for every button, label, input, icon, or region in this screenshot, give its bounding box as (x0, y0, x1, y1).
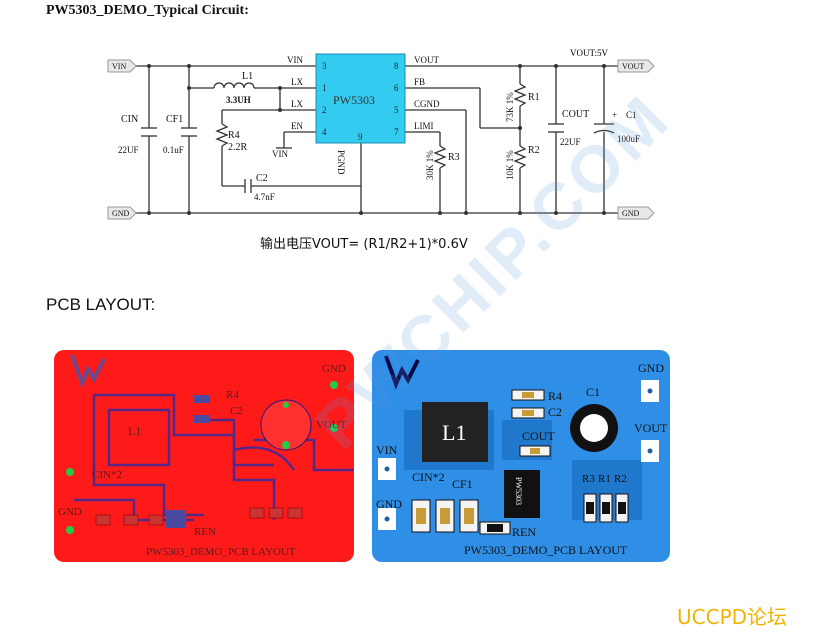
cf1-value: 0.1uF (163, 145, 184, 155)
vin-port-label: VIN (112, 62, 126, 71)
blue-brand-logo (384, 355, 420, 390)
red-pad-vin (66, 468, 74, 476)
pin-label-limi: LIMI (414, 121, 434, 131)
r1-value: 73K 1% (505, 92, 515, 122)
c1-value: 100uF (617, 134, 640, 144)
blue-label-gnd-top: GND (638, 361, 664, 375)
page-title: PW5303_DEMO_Typical Circuit: (46, 3, 249, 18)
red-pad-gnd-top (330, 381, 338, 389)
pin-number: 2 (322, 105, 327, 115)
red-label-c2: C2 (230, 405, 243, 417)
gnd-port-right (617, 206, 655, 220)
blue-ic-label: PW5303 (514, 477, 523, 505)
red-brand-logo (70, 354, 106, 389)
red-label-gnd-left: GND (58, 506, 82, 518)
red-label-r4: R4 (226, 389, 239, 401)
red-board-title: PW5303_DEMO_PCB LAYOUT (146, 546, 296, 558)
red-label-gnd-top: GND (322, 363, 346, 375)
l1-value: 3.3UH (226, 95, 251, 105)
cout-ref: COUT (562, 109, 589, 120)
pin-label-pgnd: PGND (336, 150, 346, 175)
r3-value: 30K 1% (425, 150, 435, 180)
pin-number: 6 (394, 83, 399, 93)
l1-ref: L1 (242, 71, 253, 82)
pin-number: 7 (394, 127, 399, 137)
c1-ref: C1 (626, 110, 637, 120)
blue-label-cin: CIN*2 (412, 470, 445, 484)
vin-port (107, 59, 137, 73)
pcb-red-layout: GND VOUT GND CIN*2 L1 R4 C2 REN PW5303_D… (54, 350, 354, 562)
pin-number: 1 (322, 83, 327, 93)
blue-label-vin: VIN (376, 443, 398, 457)
gnd-left-label: GND (112, 209, 130, 218)
ic-name: PW5303 (333, 93, 375, 107)
red-pad-gnd-left (66, 526, 74, 534)
blue-label-c1: C1 (586, 385, 600, 399)
red-label-cin: CIN*2 (92, 469, 122, 481)
red-label-vout: VOUT (316, 419, 347, 431)
blue-label-cf1: CF1 (452, 477, 473, 491)
blue-label-ren: REN (512, 525, 536, 539)
cout-value: 22UF (560, 137, 581, 147)
pin-label-en: EN (291, 121, 303, 131)
pin-label-vout: VOUT (414, 55, 439, 65)
blue-label-l1: L1 (442, 420, 466, 445)
pin-number: 5 (394, 105, 399, 115)
blue-label-vout: VOUT (634, 421, 668, 435)
vout-port (617, 59, 655, 73)
blue-label-r1: R1 (598, 473, 611, 485)
blue-label-gnd-left: GND (376, 497, 402, 511)
r3-ref: R3 (448, 152, 460, 163)
pin-label-lx1: LX (291, 77, 303, 87)
pin-number: 8 (394, 61, 399, 71)
pin-label-vin: VIN (287, 55, 303, 65)
pcb-layout-heading: PCB LAYOUT: (46, 295, 156, 314)
red-pad-vout (330, 424, 338, 432)
r2-ref: R2 (528, 145, 540, 156)
pcb-blue-layout: L1 PW5303 GND VOUT VIN GND CIN*2 CF1 R4 … (372, 350, 670, 562)
r2-value: 10K 1% (505, 150, 515, 180)
vout-note: VOUT:5V (570, 48, 609, 58)
red-label-ren: REN (194, 526, 216, 538)
forum-watermark: UCCPD论坛 (677, 605, 788, 629)
pin-number: 3 (322, 61, 327, 71)
gnd-right-label: GND (622, 209, 640, 218)
en-vin-label: VIN (272, 149, 288, 159)
c1-polarity: + (612, 110, 617, 120)
blue-inductor-l1 (422, 402, 488, 462)
cin-value: 22UF (118, 145, 139, 155)
c2-ref: C2 (256, 173, 268, 184)
blue-label-r2: R2 (614, 473, 627, 485)
output-voltage-formula: 输出电压VOUT= (R1/R2+1)*0.6V (260, 237, 468, 252)
cin-ref: CIN (121, 114, 138, 125)
ic-body (315, 53, 406, 144)
r4-ref: R4 (228, 130, 240, 141)
pin-label-fb: FB (414, 77, 425, 87)
blue-label-r3: R3 (582, 473, 595, 485)
r4-value: 2.2R (228, 142, 248, 153)
pin-number: 9 (358, 132, 363, 142)
pin-number: 4 (322, 127, 327, 137)
blue-label-cout: COUT (522, 429, 555, 443)
vout-port-label: VOUT (622, 62, 644, 71)
blue-board-title: PW5303_DEMO_PCB LAYOUT (464, 543, 628, 557)
r1-ref: R1 (528, 92, 540, 103)
pin-label-cgnd: CGND (414, 99, 440, 109)
red-label-l1: L1 (128, 424, 141, 438)
blue-ic-pw5303 (504, 470, 540, 518)
gnd-port-left (107, 206, 137, 220)
schematic-diagram: VIN GND VOUT GND VOUT:5V PW5303 3 1 2 4 … (107, 48, 655, 220)
blue-label-c2: C2 (548, 405, 562, 419)
c2-value: 4.7nF (254, 192, 275, 202)
pin-label-lx2: LX (291, 99, 303, 109)
blue-label-r4: R4 (548, 389, 562, 403)
cf1-ref: CF1 (166, 114, 183, 125)
